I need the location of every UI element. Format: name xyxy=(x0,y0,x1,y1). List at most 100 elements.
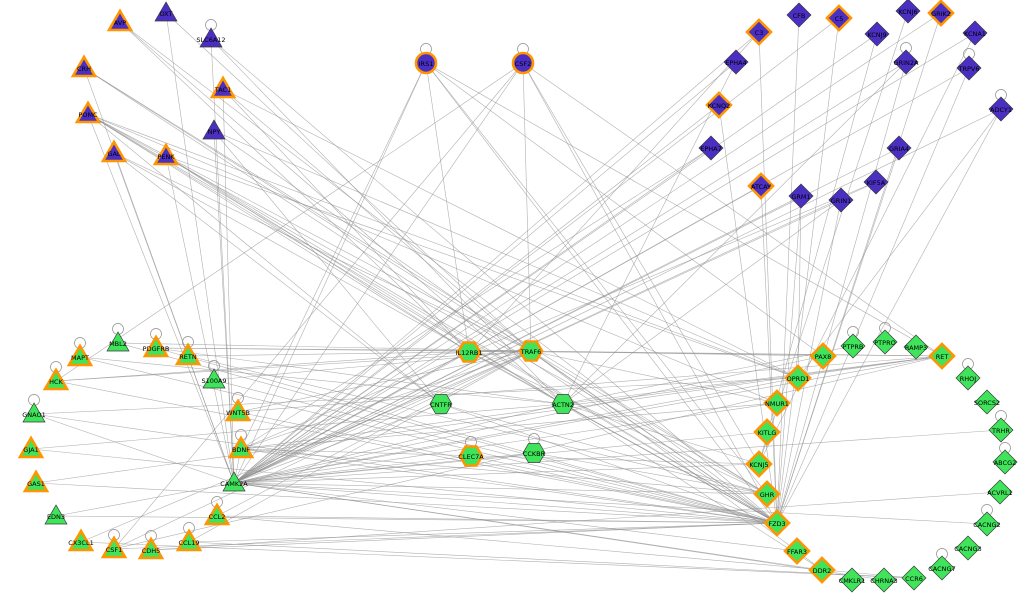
node-CCL19[interactable]: CCL19 xyxy=(175,528,203,552)
node-DDR2[interactable]: DDR2 xyxy=(808,556,836,584)
node-GAS1[interactable]: GAS1 xyxy=(22,469,50,493)
node-CMKLR1[interactable]: CMKLR1 xyxy=(839,567,866,593)
node-CHRNA3[interactable]: CHRNA3 xyxy=(870,567,898,593)
node-C5[interactable]: C5 xyxy=(825,4,853,32)
node-CACNG7[interactable]: CACNG7 xyxy=(928,555,956,581)
edge xyxy=(233,12,942,484)
node-GRM1[interactable]: GRM1 xyxy=(788,183,814,209)
node-ABCG2[interactable]: ABCG2 xyxy=(992,449,1018,475)
node-SORCS2[interactable]: SORCS2 xyxy=(974,389,1000,415)
node-CNTFR[interactable]: CNTFR xyxy=(429,394,453,414)
node-OXT[interactable]: OXT xyxy=(154,1,178,22)
node-RHOJ[interactable]: RHOJ xyxy=(955,365,981,391)
node-PENK[interactable]: PENK xyxy=(152,142,180,166)
node-SLC6A12[interactable]: SLC6A12 xyxy=(196,27,226,48)
diamond-node-shape xyxy=(763,509,791,537)
node-PTPRB[interactable]: PTPRB xyxy=(840,333,866,359)
node-IRS1[interactable]: IRS1 xyxy=(414,51,438,75)
node-KIF5A[interactable]: KIF5A xyxy=(863,169,889,195)
node-CFB[interactable]: CFB xyxy=(786,2,812,28)
diamond-node-shape xyxy=(962,20,988,46)
node-CDH5[interactable]: CDH5 xyxy=(137,536,165,560)
node-TRHR[interactable]: TRHR xyxy=(988,417,1014,443)
node-ACVRL1[interactable]: ACVRL1 xyxy=(987,479,1013,505)
node-CCL2[interactable]: CCL2 xyxy=(203,502,231,526)
edge xyxy=(165,155,799,379)
node-KCNJ5[interactable]: KCNJ5 xyxy=(745,450,773,478)
node-ACTN2[interactable]: ACTN2 xyxy=(551,394,575,414)
node-GJA1[interactable]: GJA1 xyxy=(17,435,45,459)
node-TRPV6[interactable]: TRPV6 xyxy=(956,55,982,81)
node-CSF1[interactable]: CSF1 xyxy=(100,535,128,559)
node-CAMK2A[interactable]: CAMK2A xyxy=(220,471,248,492)
node-EDN3[interactable]: EDN3 xyxy=(44,504,68,525)
node-NMUR1[interactable]: NMUR1 xyxy=(763,389,791,417)
node-CACNG2[interactable]: CACNG2 xyxy=(973,511,1001,537)
node-GNAO1[interactable]: GNAO1 xyxy=(22,402,46,423)
node-GAL[interactable]: GAL xyxy=(100,139,128,163)
node-WNT5B[interactable]: WNT5B xyxy=(224,398,252,422)
node-label: POMC xyxy=(78,111,98,119)
edge xyxy=(530,350,778,404)
node-RAMP3[interactable]: RAMP3 xyxy=(903,334,929,360)
node-S100A9[interactable]: S100A9 xyxy=(201,368,227,389)
node-PTPRO[interactable]: PTPRO xyxy=(872,329,898,355)
edge xyxy=(30,403,564,450)
node-CACNG3[interactable]: CACNG3 xyxy=(954,535,982,561)
node-KCNJ6[interactable]: KCNJ6 xyxy=(895,0,921,24)
node-GRIN1[interactable]: GRIN1 xyxy=(828,187,854,213)
node-label: CACNG2 xyxy=(973,521,1000,529)
node-GHR[interactable]: GHR xyxy=(753,480,781,508)
edge xyxy=(233,452,535,484)
node-ATCAY[interactable]: ATCAY xyxy=(747,172,775,200)
node-CCKBR[interactable]: CCKBR xyxy=(522,443,546,463)
node-FZD3[interactable]: FZD3 xyxy=(763,509,791,537)
node-KITLG[interactable]: KITLG xyxy=(753,418,781,446)
diamond-node-shape xyxy=(745,450,773,478)
node-BDNF[interactable]: BDNF xyxy=(227,435,255,459)
node-TAC1[interactable]: TAC1 xyxy=(209,75,237,99)
node-RET[interactable]: RET xyxy=(928,342,956,370)
node-GRIN2A[interactable]: GRIN2A xyxy=(893,49,919,75)
node-CLEC7A[interactable]: CLEC7A xyxy=(458,445,484,467)
diamond-node-shape xyxy=(988,417,1014,443)
node-RETN[interactable]: RETN xyxy=(174,342,202,366)
node-CCR6[interactable]: CCR6 xyxy=(901,565,927,591)
node-EPHA7[interactable]: EPHA7 xyxy=(698,135,724,161)
node-EPHA4[interactable]: EPHA4 xyxy=(723,49,749,75)
node-label: AVP xyxy=(114,19,126,27)
node-GRIA4[interactable]: GRIA4 xyxy=(886,135,912,161)
node-PAX8[interactable]: PAX8 xyxy=(809,342,837,370)
node-PDGFRB[interactable]: PDGFRB xyxy=(143,334,170,358)
triangle-node-shape xyxy=(106,8,134,32)
node-CSF2[interactable]: CSF2 xyxy=(511,51,535,75)
node-IL12RB1[interactable]: IL12RB1 xyxy=(456,341,483,363)
edge xyxy=(233,482,778,524)
node-KCNQ2[interactable]: KCNQ2 xyxy=(705,91,733,119)
node-NPY[interactable]: NPY xyxy=(202,119,226,140)
node-MBL2[interactable]: MBL2 xyxy=(106,331,130,352)
node-CX3CL1[interactable]: CX3CL1 xyxy=(67,528,95,552)
node-FFAR3[interactable]: FFAR3 xyxy=(783,537,811,565)
node-KCNJ9[interactable]: KCNJ9 xyxy=(864,21,890,47)
node-CRH[interactable]: CRH xyxy=(70,54,98,78)
edge xyxy=(470,455,778,524)
diamond-node-shape xyxy=(828,187,854,213)
node-label: KCNJ6 xyxy=(898,8,917,16)
node-POMC[interactable]: POMC xyxy=(74,100,102,124)
node-OPRD1[interactable]: OPRD1 xyxy=(784,364,812,392)
diamond-node-shape xyxy=(809,342,837,370)
edge xyxy=(87,113,470,353)
node-label: BDNF xyxy=(232,446,250,454)
edge xyxy=(440,403,768,495)
node-C3[interactable]: C3 xyxy=(745,18,773,46)
node-MAPT[interactable]: MAPT xyxy=(66,343,94,367)
node-AVP[interactable]: AVP xyxy=(106,8,134,32)
node-label: FZD3 xyxy=(768,520,785,528)
diamond-node-shape xyxy=(872,329,898,355)
node-HCK[interactable]: HCK xyxy=(42,367,70,391)
node-GRIK2[interactable]: GRIK2 xyxy=(927,0,955,27)
node-KCNA1[interactable]: KCNA1 xyxy=(962,20,988,46)
node-ADCY1[interactable]: ADCY1 xyxy=(988,96,1014,122)
node-TRAF6[interactable]: TRAF6 xyxy=(518,340,544,362)
